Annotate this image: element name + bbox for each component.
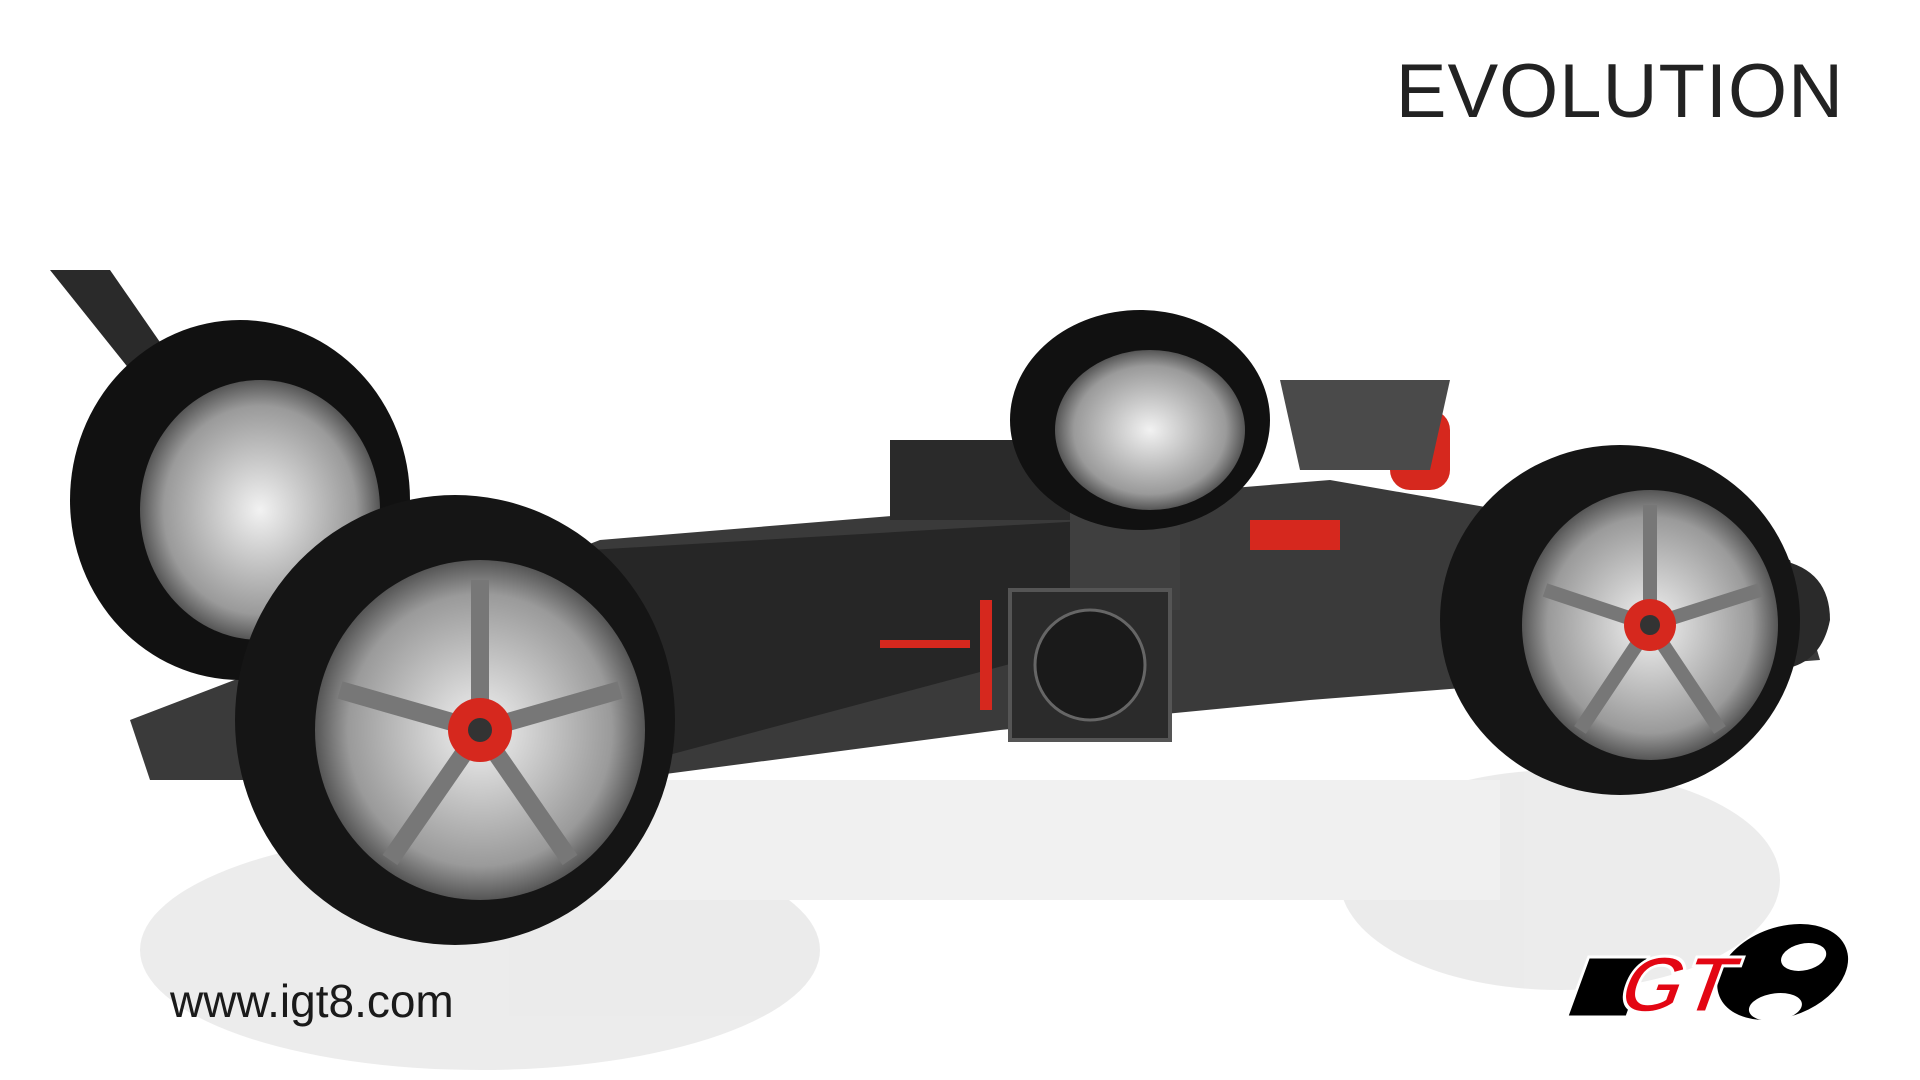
wheel-front-right: [1440, 445, 1800, 795]
floor-reflection: [140, 770, 1780, 1070]
page-title: EVOLUTION: [1395, 49, 1844, 134]
svg-text:GT: GT: [1607, 939, 1751, 1029]
wheel-rear-right: [1010, 310, 1270, 530]
website-url[interactable]: www.igt8.com: [170, 975, 454, 1027]
igt8-logo: GT: [1564, 924, 1849, 1031]
wheel-front-left: [235, 495, 675, 945]
